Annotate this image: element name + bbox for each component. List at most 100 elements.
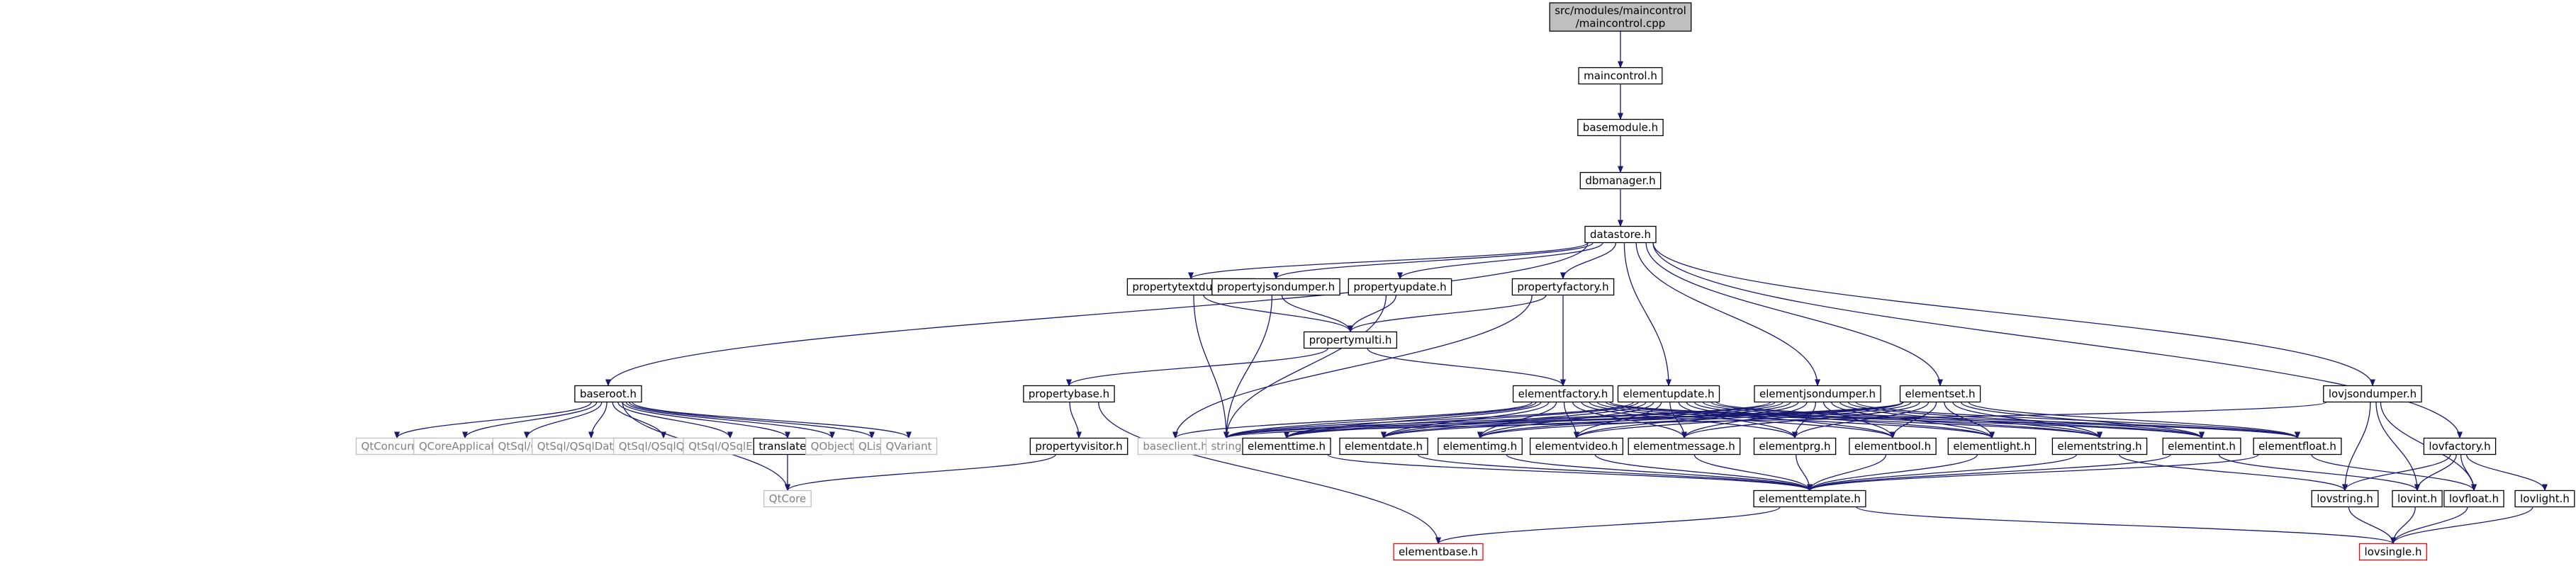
edge-elementbool-h-to-elementtemplate-h	[1807, 454, 1887, 492]
node-box	[1211, 278, 1340, 296]
edge-line	[1693, 454, 1813, 492]
edge-line	[1172, 295, 1533, 439]
edge-propertymulti-h-to-propertybase-h	[1066, 348, 1328, 387]
edge-line	[1066, 348, 1328, 387]
edge-propertymulti-h-to-elementfactory-h	[1367, 348, 1566, 387]
edge-line	[1417, 453, 1813, 492]
node-lovint-h: lovint.h	[2392, 489, 2443, 508]
edge-elementset-h-to-elementdate-h	[1381, 401, 1904, 439]
node-propertymulti-h: propertymulti.h	[1303, 331, 1398, 349]
node-box	[1303, 331, 1398, 349]
edge-line	[785, 453, 1056, 492]
node-baseclient-h: baseclient.h	[1137, 437, 1214, 455]
edge-propertyjsondumper-h-to-propertymulti-h	[1281, 295, 1353, 333]
edge-line	[1960, 402, 2205, 439]
edge-line	[1203, 295, 1353, 333]
node-label: baseclient.h	[1143, 440, 1207, 453]
node-box	[1348, 278, 1452, 296]
node-elementprg-h: elementprg.h	[1753, 437, 1837, 455]
node-label: maincontrol.h	[1584, 69, 1657, 82]
node-label: QObject	[811, 440, 854, 453]
edge-line	[1477, 401, 1904, 439]
edge-line	[1560, 242, 1617, 280]
edge-datastore-h-to-lovjsondumper-h	[1652, 242, 2375, 387]
node-label: QtCore	[769, 492, 806, 505]
node-label: translate.h	[758, 440, 816, 453]
edge-layer	[394, 31, 2548, 545]
node-label: elementint.h	[2168, 440, 2236, 453]
edge-elementfactory-h-to-elementstring-h	[1605, 401, 2102, 439]
edge-propertyfactory-h-to-baseclient-h	[1172, 295, 1533, 439]
edge-line	[1693, 401, 1995, 439]
node-box	[1242, 437, 1331, 455]
edge-elementupdate-h-to-elementlight-h	[1693, 401, 1995, 439]
node-box	[2253, 437, 2342, 455]
edge-line	[1348, 295, 1397, 333]
edge-elementjsondumper-h-to-elementlight-h	[1831, 402, 1995, 439]
node-label: dbmanager.h	[1585, 174, 1655, 187]
node-label: propertyupdate.h	[1353, 281, 1446, 293]
edge-propertytextdumper-h-to-string	[1193, 295, 1229, 439]
edge-elementfactory-h-to-string	[1223, 401, 1537, 439]
edge-elementjsondumper-h-to-elementtime-h	[1284, 401, 1776, 439]
edge-line	[1652, 242, 2463, 439]
edge-line	[1574, 401, 1912, 439]
node-box	[1579, 171, 1662, 190]
node-elementupdate-h: elementupdate.h	[1617, 385, 1720, 403]
edge-elementset-h-to-elementmessage-h	[1681, 402, 1920, 439]
node-box	[2311, 489, 2379, 508]
edge-line	[612, 402, 666, 439]
edge-line	[1284, 401, 1776, 439]
node-label: datastore.h	[1590, 228, 1651, 241]
edge-elementjsondumper-h-to-elementstring-h	[1839, 401, 2102, 439]
node-box	[1753, 489, 1866, 508]
node-box	[2358, 543, 2428, 561]
node-label: string	[1211, 440, 1241, 453]
node-basemodule-h: basemodule.h	[1577, 118, 1664, 137]
node-lovjsondumper-h: lovjsondumper.h	[2323, 385, 2422, 403]
node-elementdate-h: elementdate.h	[1339, 437, 1428, 455]
edge-baseroot-h-to-QtSql-QSqlDatabase	[588, 402, 607, 439]
edge-line	[1968, 401, 2300, 439]
node-elementimg-h: elementimg.h	[1438, 437, 1523, 455]
node-box	[2443, 489, 2504, 508]
edge-line	[1069, 402, 1082, 439]
edge-lovfactory-h-to-lovlight-h	[2465, 454, 2548, 492]
edge-line	[1652, 242, 2375, 387]
edge-line	[629, 402, 875, 439]
node-label: elementset.h	[1905, 387, 1975, 400]
edge-line	[2342, 402, 2371, 492]
edge-propertyupdate-h-to-propertymulti-h	[1348, 295, 1397, 333]
edge-datastore-h-to-propertyjsondumper-h	[1273, 242, 1594, 280]
node-label: elementtime.h	[1248, 440, 1326, 453]
edge-elementtime-h-to-elementtemplate-h	[1327, 453, 1813, 492]
edge-line	[1831, 402, 1995, 439]
node-propertybase-h: propertybase.h	[1023, 385, 1115, 403]
edge-elementset-h-to-elementbool-h	[1890, 402, 1937, 439]
node-label: propertybase.h	[1029, 387, 1109, 400]
edge-line	[1223, 295, 1273, 439]
node-box	[880, 437, 938, 455]
edge-elementfloat-h-to-elementtemplate-h	[1807, 453, 2259, 492]
edge-elementlight-h-to-elementtemplate-h	[1807, 454, 1978, 492]
edge-datastore-h-to-propertyupdate-h	[1397, 242, 1603, 280]
edge-line	[1223, 401, 1634, 439]
edge-propertyfactory-h-to-propertymulti-h	[1348, 295, 1547, 333]
node-propertyupdate-h: propertyupdate.h	[1348, 278, 1452, 296]
node-datastore-h: datastore.h	[1584, 225, 1657, 244]
edge-baseroot-h-to-QtConcurrent	[394, 402, 592, 439]
edge-line	[1381, 401, 1647, 439]
node-box	[1947, 437, 2037, 455]
edge-line	[2390, 506, 2533, 545]
edge-datastore-h-to-propertytextdumper-h	[1188, 242, 1589, 280]
edge-propertybase-h-to-propertyvisitor-h	[1069, 402, 1082, 439]
node-box	[1511, 278, 1615, 296]
node-label: lovsingle.h	[2365, 545, 2422, 558]
edge-baseroot-h-to-QtSql-QSql	[524, 402, 603, 439]
edge-line	[1223, 295, 1387, 439]
edge-line	[524, 402, 603, 439]
edge-elementupdate-h-to-elementstring-h	[1702, 401, 2102, 439]
edge-line	[394, 402, 592, 439]
edge-elementset-h-to-elementvideo-h	[1574, 401, 1912, 439]
edge-line	[1327, 453, 1813, 492]
